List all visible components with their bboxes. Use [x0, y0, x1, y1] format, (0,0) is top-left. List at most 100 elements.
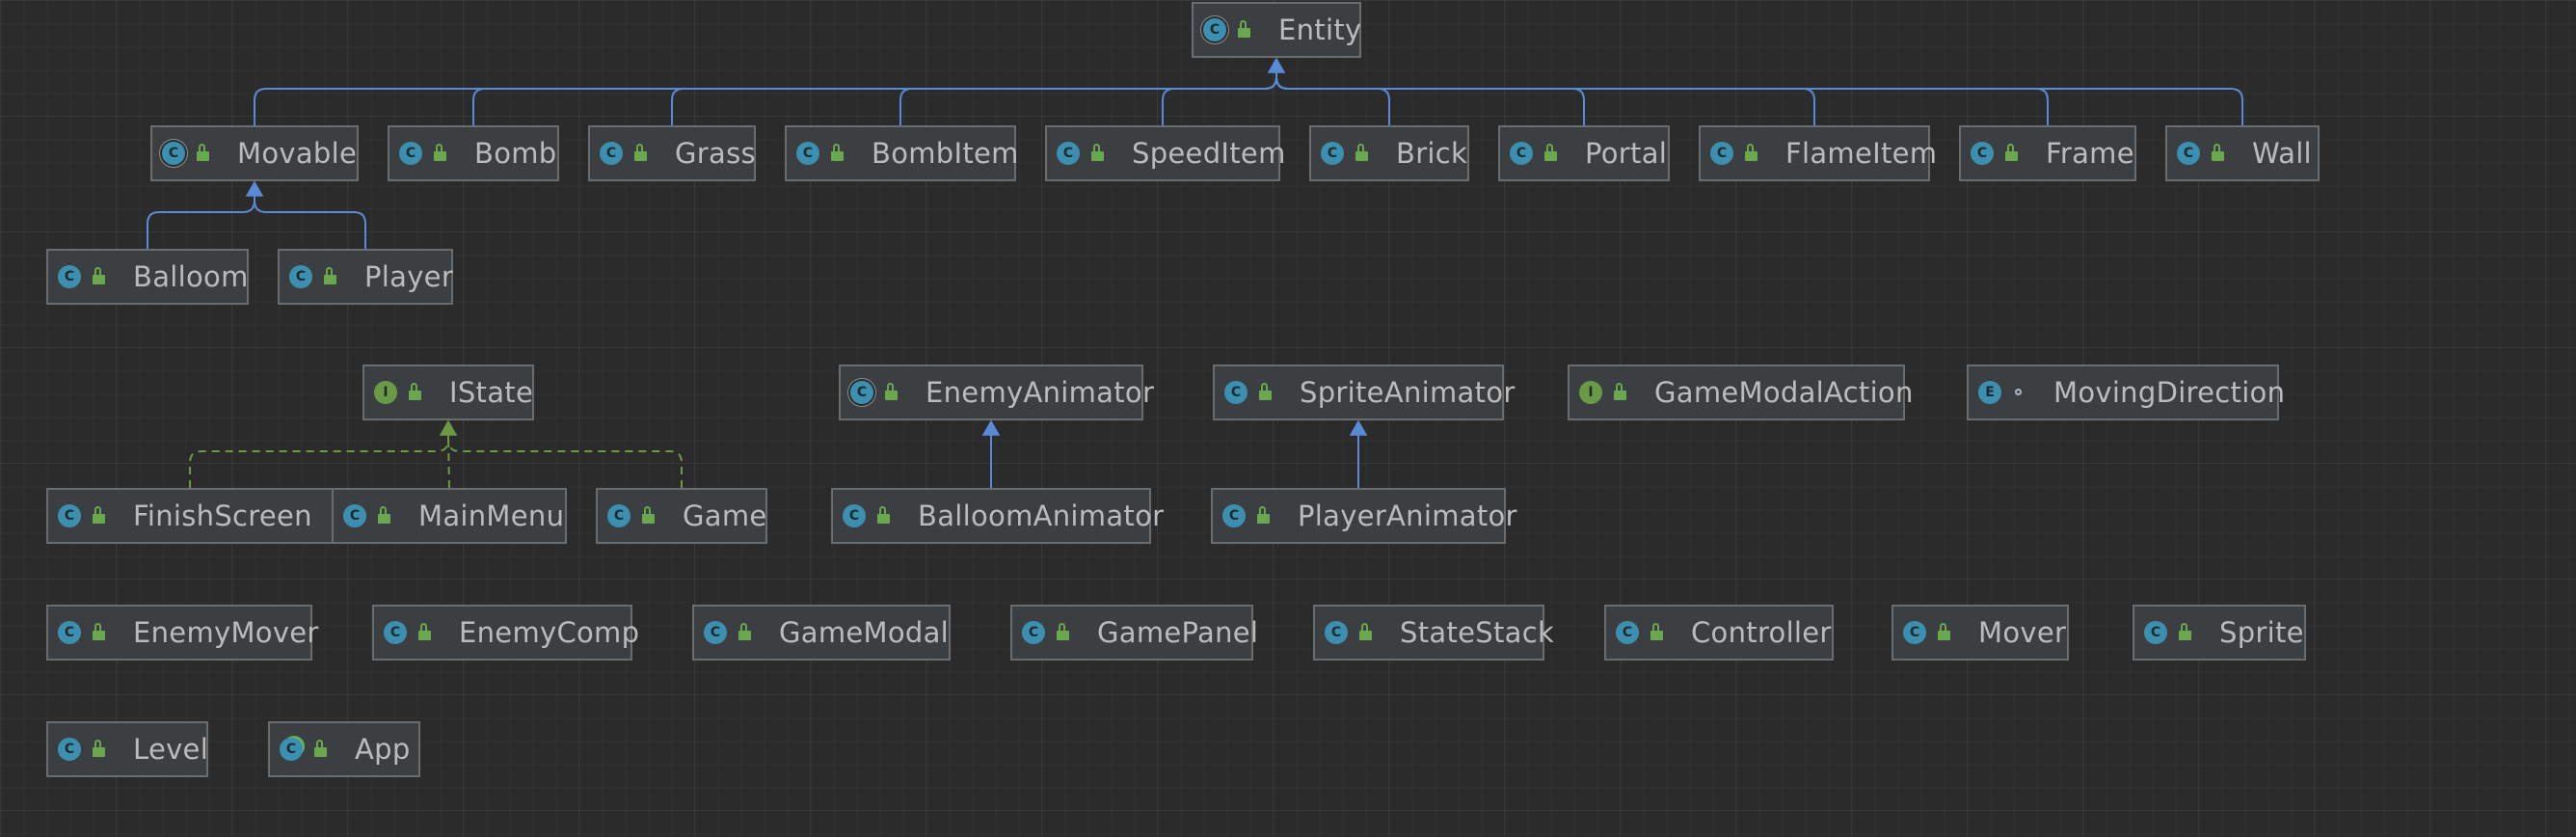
edge-frame-to-entity — [1275, 71, 2049, 125]
type-icon-letter: C — [1062, 146, 1074, 161]
class-name-label: EnemyComp — [459, 616, 640, 649]
public-lock-icon — [416, 621, 434, 644]
edge-grass-to-entity — [671, 71, 1277, 125]
public-lock-icon — [883, 381, 900, 404]
type-icon-letter: I — [1588, 385, 1594, 400]
type-icon-letter: C — [64, 269, 75, 284]
interface-type-icon: I — [1579, 381, 1602, 404]
edge-speed-item-to-entity — [1162, 71, 1277, 125]
type-icon-letter: C — [1327, 146, 1338, 161]
class-node-sprite[interactable]: C Sprite — [2133, 605, 2306, 661]
inheritance-arrowhead-enemy-animator — [981, 419, 1001, 436]
abstract-type-icon: C — [162, 142, 185, 165]
class-name-label: BombItem — [872, 137, 1019, 170]
class-type-icon: C — [2144, 621, 2167, 644]
class-node-wall[interactable]: C Wall — [2165, 125, 2320, 181]
class-name-label: Balloom — [133, 260, 249, 293]
type-icon-letter: C — [64, 742, 75, 757]
class-name-label: FlameItem — [1785, 137, 1938, 170]
class-node-speed-item[interactable]: C SpeedItem — [1045, 125, 1285, 181]
public-lock-icon — [632, 142, 650, 165]
inheritance-arrowhead-sprite-animator — [1349, 419, 1368, 436]
class-node-bomb-item[interactable]: C BombItem — [785, 125, 1019, 181]
public-lock-icon — [195, 142, 212, 165]
class-name-label: Level — [133, 733, 209, 766]
class-type-icon: C — [1022, 621, 1045, 644]
class-type-icon: C — [58, 265, 81, 288]
class-type-icon: C — [58, 504, 81, 527]
type-icon-letter: C — [848, 508, 860, 524]
class-type-icon: C — [843, 504, 866, 527]
edge-wall-to-entity — [1275, 71, 2243, 125]
class-node-balloom[interactable]: C Balloom — [46, 249, 249, 305]
class-type-icon: C — [607, 504, 631, 527]
type-icon-letter: C — [285, 742, 297, 757]
package-private-icon — [2011, 381, 2028, 404]
class-node-entity[interactable]: C Entity — [1192, 2, 1361, 58]
class-type-icon: C — [600, 142, 623, 165]
public-lock-icon — [737, 621, 754, 644]
class-node-level[interactable]: C Level — [46, 721, 208, 777]
public-lock-icon — [1543, 142, 1560, 165]
type-icon-letter: C — [295, 269, 307, 284]
edge-portal-to-entity — [1275, 71, 1585, 125]
type-icon-letter: C — [168, 146, 179, 161]
class-name-label: SpeedItem — [1132, 137, 1286, 170]
type-icon-letter: E — [1985, 385, 1995, 400]
class-name-label: StateStack — [1400, 616, 1555, 649]
inheritance-arrowhead-movable — [245, 180, 264, 197]
type-icon-letter: C — [2183, 146, 2194, 161]
class-type-icon: C — [384, 621, 407, 644]
type-icon-letter: C — [2150, 625, 2161, 640]
type-icon-letter: C — [1516, 146, 1527, 161]
public-lock-icon — [91, 504, 108, 527]
public-lock-icon — [91, 265, 108, 288]
type-icon-letter: C — [349, 508, 361, 524]
class-node-grass[interactable]: C Grass — [588, 125, 756, 181]
class-node-enemy-comp[interactable]: C EnemyComp — [372, 605, 639, 661]
class-name-label: Wall — [2252, 137, 2312, 170]
edge-movable-to-entity — [254, 71, 1277, 125]
public-lock-icon — [407, 381, 424, 404]
type-icon-letter: C — [1230, 385, 1242, 400]
public-lock-icon — [640, 504, 657, 527]
type-icon-letter: C — [1209, 22, 1221, 38]
class-type-icon: C — [1510, 142, 1533, 165]
public-lock-icon — [1255, 504, 1273, 527]
class-name-label: EnemyMover — [133, 616, 319, 649]
class-name-label: Entity — [1278, 14, 1362, 46]
realization-arrowhead-istate — [439, 419, 458, 436]
class-type-icon: C — [1971, 142, 1994, 165]
public-lock-icon — [1357, 621, 1375, 644]
class-type-icon: C — [796, 142, 819, 165]
class-name-label: Sprite — [2219, 616, 2304, 649]
type-icon-letter: C — [802, 146, 814, 161]
class-name-label: Grass — [675, 137, 756, 170]
